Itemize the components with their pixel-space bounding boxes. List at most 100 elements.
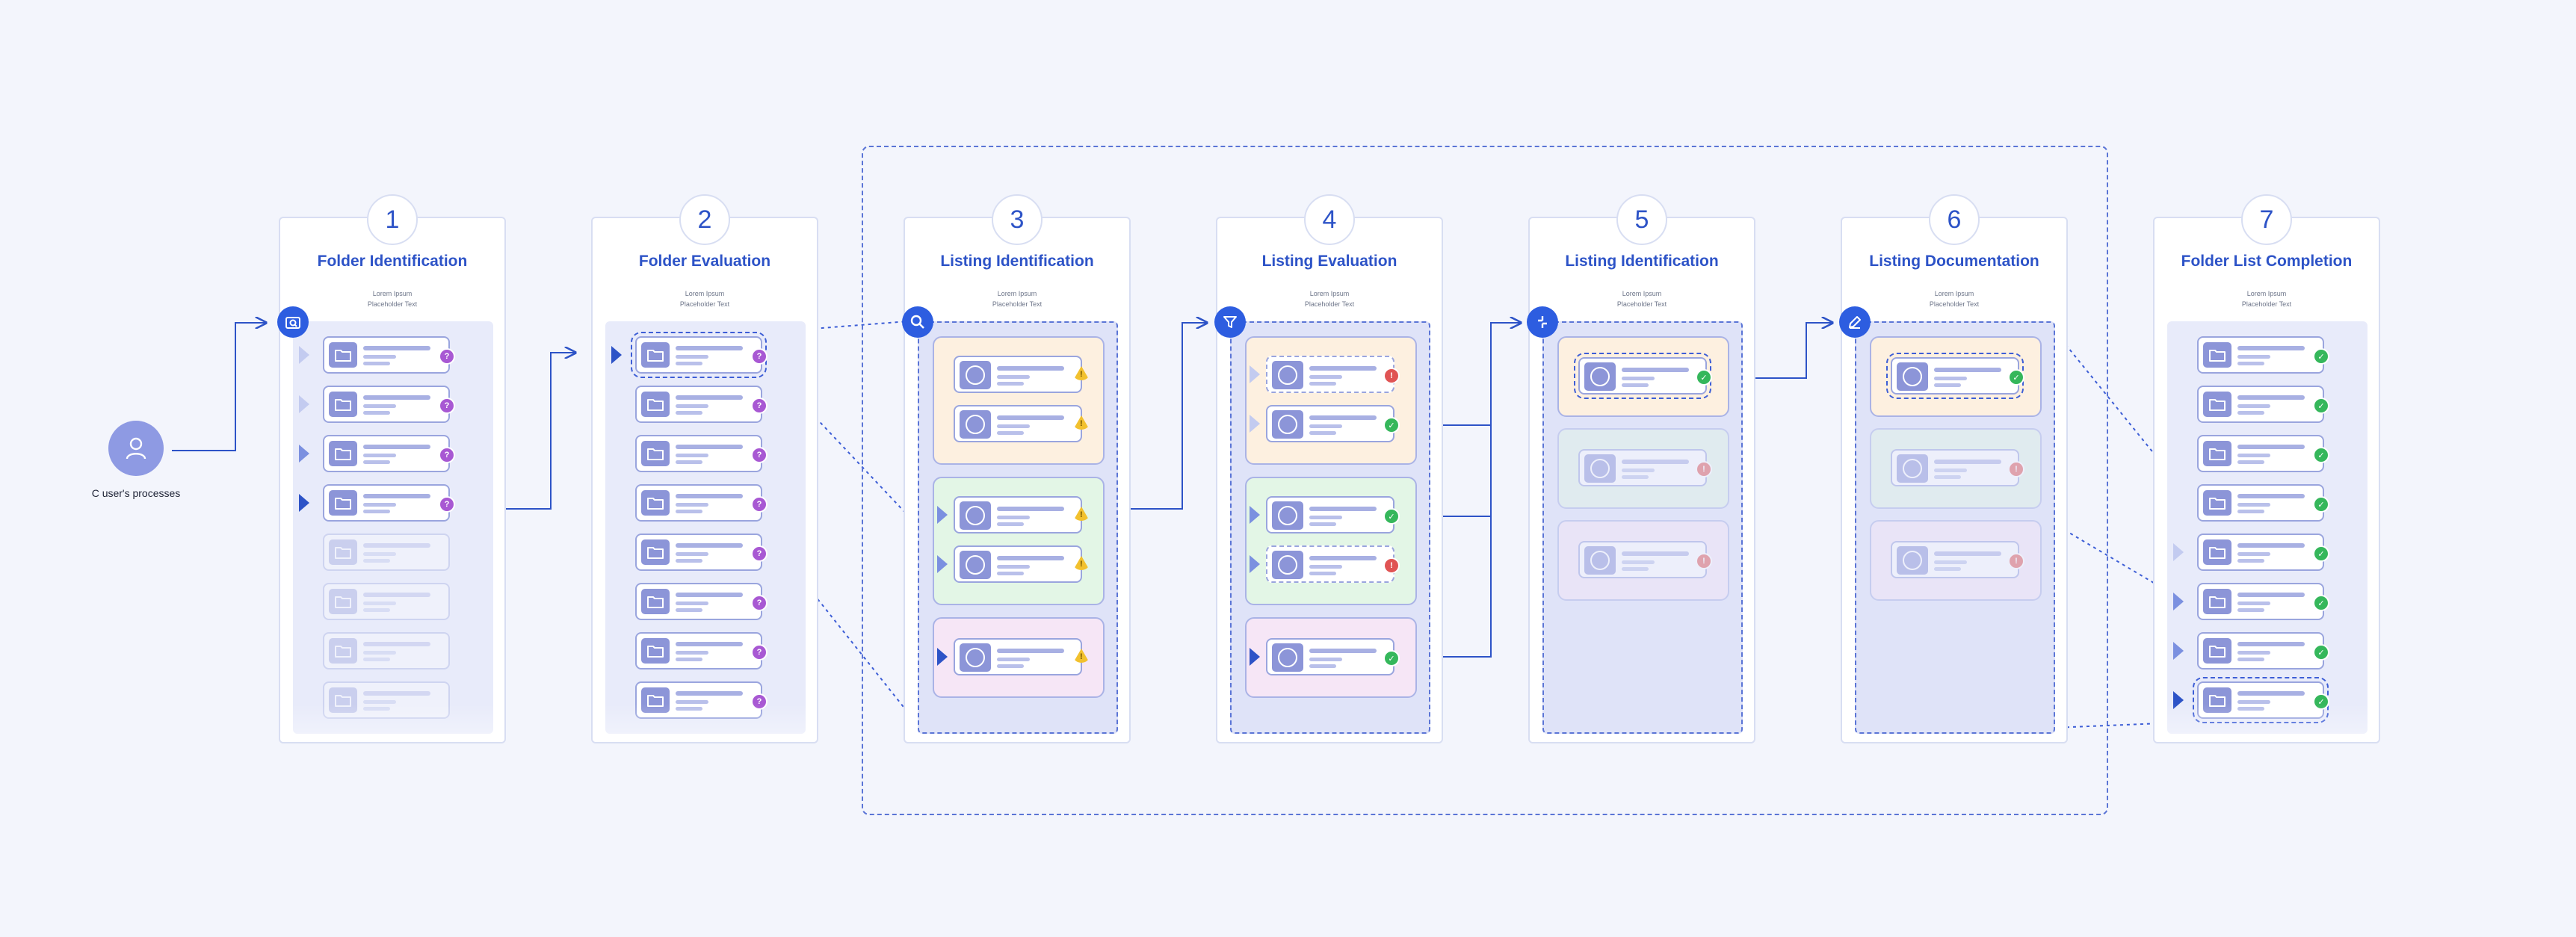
listing-group[interactable]: !	[1870, 428, 2042, 509]
folder-row[interactable]: ✓	[2197, 484, 2329, 522]
check-icon: ✓	[2313, 348, 2329, 365]
folder-row[interactable]: ?	[635, 435, 767, 472]
listing-icon	[1897, 454, 1928, 483]
folder-row[interactable]: ?	[635, 681, 767, 719]
folder-search-icon[interactable]	[277, 306, 309, 338]
folder-row[interactable]	[323, 583, 450, 620]
folder-icon	[2203, 441, 2231, 466]
listing-item[interactable]: !	[1891, 541, 2024, 578]
folder-row[interactable]: ?	[635, 484, 767, 522]
question-icon: ?	[751, 398, 767, 414]
listing-item[interactable]	[954, 545, 1090, 583]
folder-row[interactable]: ?	[635, 534, 767, 571]
listing-group[interactable]	[933, 617, 1105, 698]
listing-icon	[1272, 501, 1303, 530]
search-icon[interactable]	[902, 306, 933, 338]
listing-group[interactable]: !	[1870, 520, 2042, 601]
listing-item[interactable]: !	[1266, 545, 1400, 583]
filter-icon[interactable]	[1214, 306, 1246, 338]
pointer-arrow-icon	[299, 395, 309, 413]
folder-row[interactable]: ?	[323, 484, 455, 522]
pointer-arrow-icon	[2173, 642, 2184, 660]
folder-icon	[641, 539, 670, 565]
listing-item[interactable]: ✓	[1266, 496, 1400, 534]
listing-item[interactable]: ✓	[1266, 638, 1400, 675]
listing-item[interactable]	[954, 496, 1090, 534]
listing-item[interactable]	[954, 405, 1090, 442]
step-number: 2	[679, 194, 730, 245]
folder-row[interactable]: ?	[323, 435, 455, 472]
check-icon: ✓	[1383, 508, 1400, 525]
folder-icon	[329, 342, 357, 368]
listing-groups: ✓!!	[1542, 321, 1743, 734]
folder-row[interactable]: ?	[635, 632, 767, 669]
folder-row[interactable]	[323, 632, 450, 669]
folder-icon	[2203, 638, 2231, 664]
listing-item[interactable]: ✓	[1266, 405, 1400, 442]
folder-row[interactable]: ?	[323, 336, 455, 374]
listing-group[interactable]: ✓	[1245, 617, 1417, 698]
folder-row[interactable]: ✓	[2197, 632, 2329, 669]
listing-icon	[1272, 361, 1303, 389]
check-icon: ✓	[2313, 496, 2329, 513]
folder-row[interactable]: ✓	[2193, 677, 2329, 723]
listing-group[interactable]: ✓	[1557, 336, 1729, 417]
folder-row[interactable]: ?	[631, 332, 767, 378]
listing-group[interactable]: !	[1557, 520, 1729, 601]
folder-icon	[641, 392, 670, 417]
folder-row[interactable]: ?	[323, 386, 455, 423]
pointer-arrow-icon	[299, 494, 309, 512]
folder-icon	[2203, 539, 2231, 565]
listing-icon	[960, 410, 991, 439]
listing-item[interactable]: !	[1578, 449, 1712, 486]
question-icon: ?	[439, 398, 455, 414]
listing-item[interactable]: !	[1578, 541, 1712, 578]
folder-row[interactable]: ✓	[2197, 435, 2329, 472]
folder-row[interactable]: ?	[635, 583, 767, 620]
question-icon: ?	[751, 496, 767, 513]
merge-icon[interactable]	[1527, 306, 1558, 338]
listing-group[interactable]	[933, 336, 1105, 465]
listing-group[interactable]: ✓	[1870, 336, 2042, 417]
listing-item[interactable]	[954, 356, 1090, 393]
listing-group[interactable]	[933, 477, 1105, 605]
listing-group[interactable]: !	[1557, 428, 1729, 509]
warning-icon	[1073, 507, 1090, 521]
folder-row[interactable]	[323, 681, 450, 719]
listing-icon	[1272, 410, 1303, 439]
folder-row[interactable]: ✓	[2197, 386, 2329, 423]
listing-item[interactable]	[954, 638, 1090, 675]
listing-icon	[960, 361, 991, 389]
question-icon: ?	[751, 447, 767, 463]
listing-item[interactable]: ✓	[1886, 353, 2024, 399]
listing-item[interactable]: !	[1266, 356, 1400, 393]
step-title: Listing Identification	[1565, 253, 1719, 270]
listing-group[interactable]: !✓	[1245, 336, 1417, 465]
folder-icon	[641, 638, 670, 664]
folder-row[interactable]: ✓	[2197, 534, 2329, 571]
check-icon: ✓	[2313, 595, 2329, 611]
listing-item[interactable]: ✓	[1574, 353, 1712, 399]
step-title: Listing Documentation	[1869, 253, 2039, 270]
alert-icon: !	[1696, 461, 1712, 477]
step-number: 1	[367, 194, 418, 245]
listing-item[interactable]: !	[1891, 449, 2024, 486]
folder-row[interactable]: ✓	[2197, 583, 2329, 620]
step-number: 5	[1616, 194, 1667, 245]
folder-row[interactable]: ✓	[2197, 336, 2329, 374]
listing-icon	[1272, 551, 1303, 579]
question-icon: ?	[751, 693, 767, 710]
folder-row[interactable]	[323, 534, 450, 571]
folder-row[interactable]: ?	[635, 386, 767, 423]
listing-group[interactable]: ✓!	[1245, 477, 1417, 605]
edit-icon[interactable]	[1839, 306, 1871, 338]
